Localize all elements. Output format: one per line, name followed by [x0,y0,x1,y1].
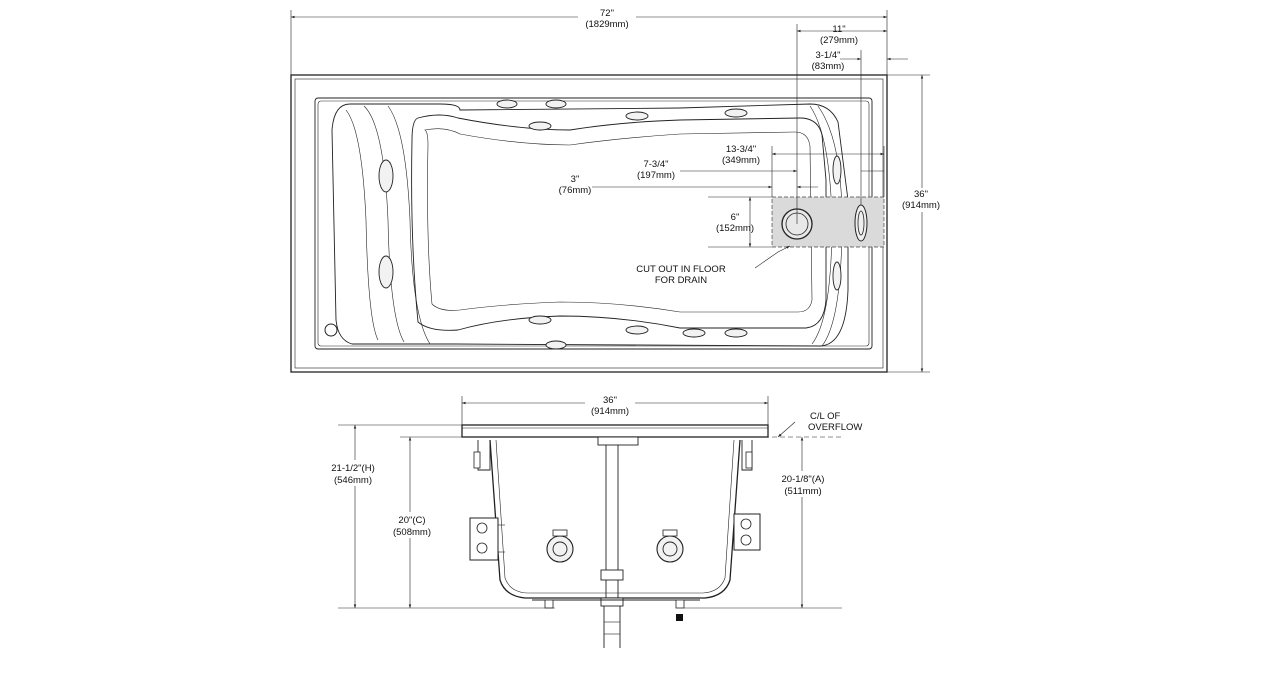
jet-icon [496,99,518,109]
drain-to-end-metric: (279mm) [820,35,858,46]
pump-fitting-right [733,513,761,551]
jet-icon [724,108,748,118]
jet-icon [625,325,649,335]
jet-icon [682,328,706,338]
overflow-height-metric: (511mm) [784,486,821,497]
bathing-well-inner [411,114,827,331]
drain-to-end-imperial: 11" [832,24,845,35]
width-metric: (914mm) [902,200,940,211]
jet-icon [528,315,552,325]
drain-center-metric: (197mm) [637,170,675,181]
apron-height-imperial: 20"(C) [398,515,425,526]
total-height-imperial: 21-1/2"(H) [331,463,375,474]
overflow-height-imperial: 20-1/8"(A) [782,474,825,485]
pump-fitting-left [469,517,505,561]
jet-icon [378,159,394,193]
flange-metric: (83mm) [812,61,845,72]
cutout-width-imperial: 6" [731,212,740,223]
end-width-metric: (914mm) [591,406,629,417]
control-button-icon [324,323,338,337]
total-height-metric: (546mm) [334,475,372,486]
tub-deck-profile [461,424,769,438]
overflow-note-line2: OVERFLOW [808,422,862,433]
jet-icon [546,529,574,563]
width-imperial: 36" [914,189,928,200]
drain-offset-imperial: 3" [571,174,580,185]
drain-offset-metric: (76mm) [559,185,592,196]
tub-outer-rim [290,74,888,373]
cutout-length-metric: (349mm) [722,155,760,166]
jet-icon [545,340,567,350]
apron-height-metric: (508mm) [393,527,431,538]
jet-icon [832,155,842,185]
drain-center-imperial: 7-3/4" [643,159,668,170]
jet-icon [625,111,649,121]
end-width-imperial: 36" [603,395,617,406]
drain-pipe [597,436,639,648]
length-imperial: 72" [600,8,614,19]
marker-square-icon [676,614,683,621]
jet-icon [378,255,394,289]
overflow-icon [854,204,868,242]
flange-imperial: 3-1/4" [815,50,840,61]
cutout-note-line1: CUT OUT IN FLOOR [636,264,726,275]
jet-icon [656,529,684,563]
cutout-width-metric: (152mm) [716,223,754,234]
overflow-note-line1: C/L OF [810,411,840,422]
jet-icon [528,121,552,131]
length-metric: (1829mm) [585,19,628,30]
cutout-length-imperial: 13-3/4" [726,144,756,155]
jet-icon [832,261,842,291]
cutout-note-line2: FOR DRAIN [655,275,707,286]
jet-icon [724,328,748,338]
end-view: C/L OF OVERFLOW 36" (914mm) 21-1/2"(H) (… [328,394,862,648]
top-view: 72" (1829mm) 11" (279mm) 3-1/4" (83mm) 3… [290,8,944,373]
whirlpool-jets [324,99,842,350]
jet-icon [545,99,567,109]
bathing-well-outer [331,103,849,347]
